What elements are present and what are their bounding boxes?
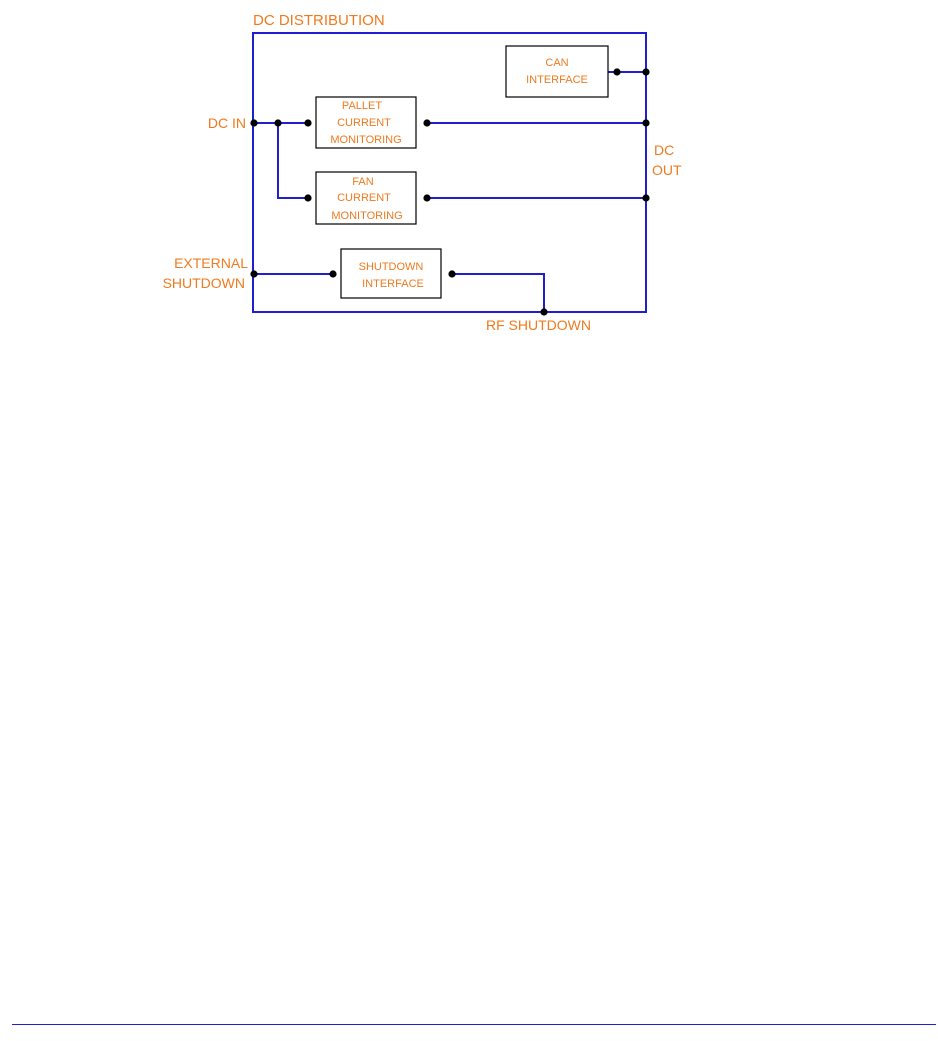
- can-interface-line2: INTERFACE: [526, 74, 588, 86]
- dc-out-label-line1: DC: [654, 142, 674, 158]
- page-footer-rule: [12, 1024, 936, 1025]
- can-interface-block: CAN INTERFACE: [506, 46, 608, 97]
- node-can-bus: [642, 68, 649, 75]
- pallet-block-line1: PALLET: [342, 100, 382, 112]
- fan-block-line1: FAN: [352, 176, 373, 188]
- node-dc-in-branch: [274, 119, 281, 126]
- dc-in-label: DC IN: [208, 115, 246, 131]
- node-dc-out-fan: [642, 194, 649, 201]
- shutdown-block-line1: SHUTDOWN: [359, 261, 424, 273]
- external-shutdown-label-line1: EXTERNAL: [174, 255, 248, 271]
- rf-shutdown-label: RF SHUTDOWN: [486, 317, 591, 333]
- pallet-block-line2: CURRENT: [337, 117, 391, 129]
- wire-dc-in-to-fan: [278, 123, 308, 198]
- shutdown-interface-block: SHUTDOWN INTERFACE: [341, 249, 441, 298]
- node-pallet-in: [304, 119, 311, 126]
- can-interface-line1: CAN: [545, 57, 568, 69]
- pallet-block-line3: MONITORING: [330, 134, 401, 146]
- wire-rf-shutdown: [452, 274, 544, 312]
- node-rf-shutdown: [540, 308, 547, 315]
- node-pallet-out: [423, 119, 430, 126]
- pallet-current-monitoring-block: PALLET CURRENT MONITORING: [316, 97, 416, 148]
- node-shutdown-out: [448, 270, 455, 277]
- node-dc-out-pallet: [642, 119, 649, 126]
- shutdown-block-line2: INTERFACE: [362, 278, 424, 290]
- fan-current-monitoring-block: FAN CURRENT MONITORING: [316, 172, 416, 224]
- dc-out-label-line2: OUT: [652, 162, 682, 178]
- connection-nodes: [250, 68, 649, 315]
- fan-block-line2: CURRENT: [337, 192, 391, 204]
- external-shutdown-label-line2: SHUTDOWN: [163, 275, 245, 291]
- node-can-out: [613, 68, 620, 75]
- diagram-title: DC DISTRIBUTION: [253, 12, 385, 29]
- node-dc-in: [250, 119, 257, 126]
- node-fan-out: [423, 194, 430, 201]
- node-fan-in: [304, 194, 311, 201]
- node-shutdown-in: [329, 270, 336, 277]
- fan-block-line3: MONITORING: [331, 210, 402, 222]
- node-external-shutdown: [250, 270, 257, 277]
